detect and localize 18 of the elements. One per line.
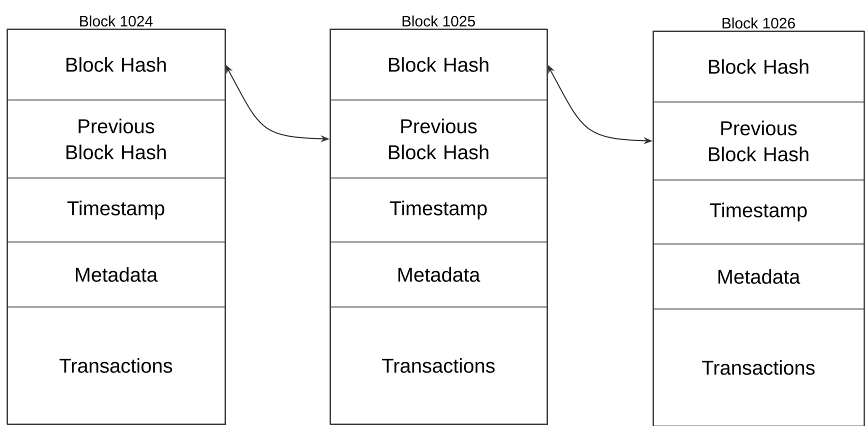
block-field: Block Hash bbox=[652, 30, 864, 102]
block-field: Transactions bbox=[330, 306, 548, 424]
block-field: Block Hash bbox=[6, 28, 226, 100]
block-field: Metadata bbox=[6, 242, 226, 308]
block-field: Previous Block Hash bbox=[652, 102, 864, 180]
block-field: Timestamp bbox=[652, 180, 864, 244]
block-label: Block 1026 bbox=[722, 17, 795, 28]
block-field: Block Hash bbox=[330, 28, 548, 100]
block-field: Previous Block Hash bbox=[6, 100, 226, 178]
block-label: Block 1024 bbox=[80, 15, 153, 26]
block-field: Timestamp bbox=[330, 178, 548, 242]
block-field: Timestamp bbox=[6, 178, 226, 242]
block-field: Metadata bbox=[652, 244, 864, 310]
block-field: Transactions bbox=[6, 306, 226, 424]
block-field: Transactions bbox=[652, 308, 864, 426]
block-field: Metadata bbox=[330, 242, 548, 308]
block-label: Block 1025 bbox=[402, 15, 475, 26]
block-field: Previous Block Hash bbox=[330, 100, 548, 178]
